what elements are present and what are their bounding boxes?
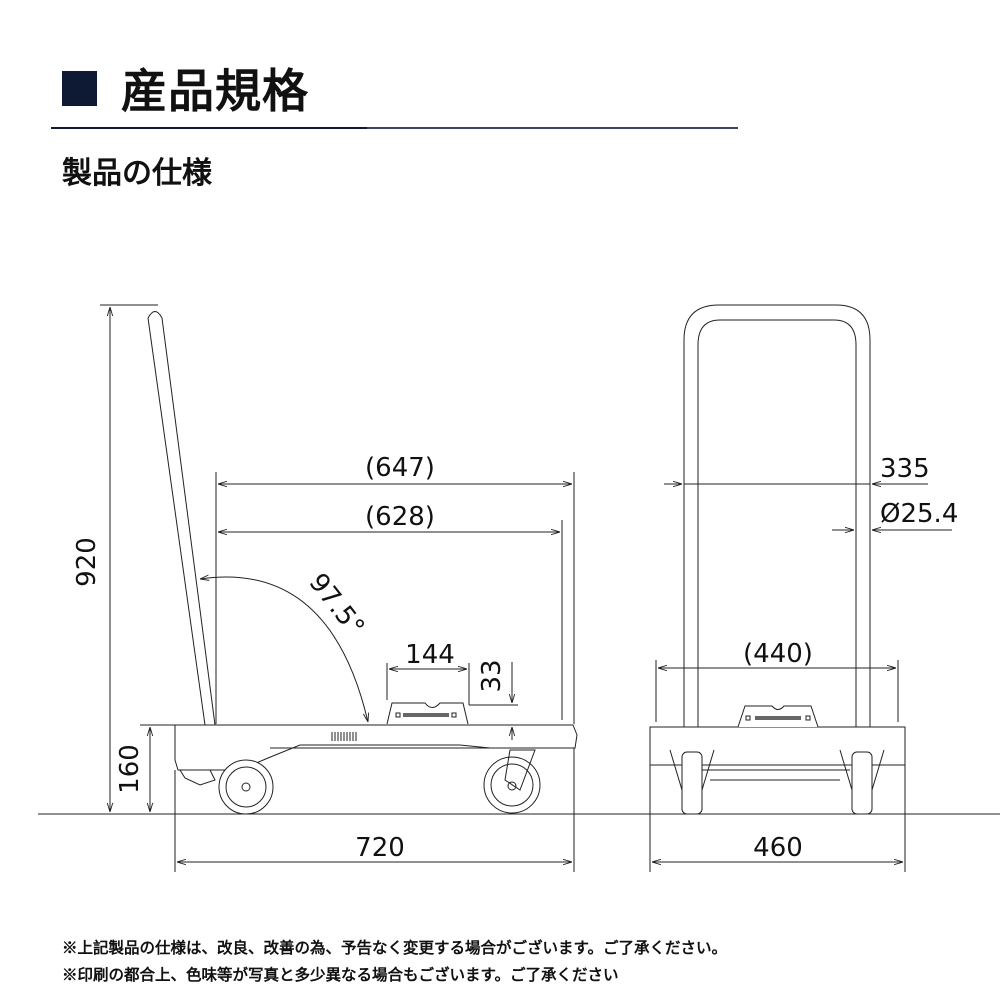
dim-handle-angle: 97.5° xyxy=(303,568,370,642)
dim-deck-height: 160 xyxy=(115,744,145,794)
dim-length-total: 720 xyxy=(355,833,405,863)
dim-length-outer: (647) xyxy=(365,453,435,483)
note-line: ※印刷の都合上、色味等が写真と多少異なる場合もございます。ご了承ください xyxy=(62,965,619,984)
dim-deck-width: (440) xyxy=(743,639,813,669)
dim-grip-height: 33 xyxy=(477,659,507,692)
title-divider xyxy=(51,127,738,129)
front-view xyxy=(649,304,906,815)
title-square-icon xyxy=(62,70,97,106)
dim-grip-width: 144 xyxy=(405,640,455,670)
dim-height-total: 920 xyxy=(72,537,102,587)
dim-handle-width: 335 xyxy=(880,454,930,484)
dim-length-inner: (628) xyxy=(365,502,435,532)
note-line: ※上記製品の仕様は、改良、改善の為、予告なく変更する場合がございます。ご了承くだ… xyxy=(62,938,727,957)
section-subtitle: 製品の仕様 xyxy=(62,156,212,191)
page-title: 産品規格 xyxy=(62,55,309,121)
dim-tube-diameter: Ø25.4 xyxy=(880,499,958,529)
side-view xyxy=(147,311,578,815)
disclaimer-notes: ※上記製品の仕様は、改良、改善の為、予告なく変更する場合がございます。ご了承くだ… xyxy=(62,934,727,988)
dim-width-total: 460 xyxy=(753,833,803,863)
title-text: 産品規格 xyxy=(121,64,309,118)
